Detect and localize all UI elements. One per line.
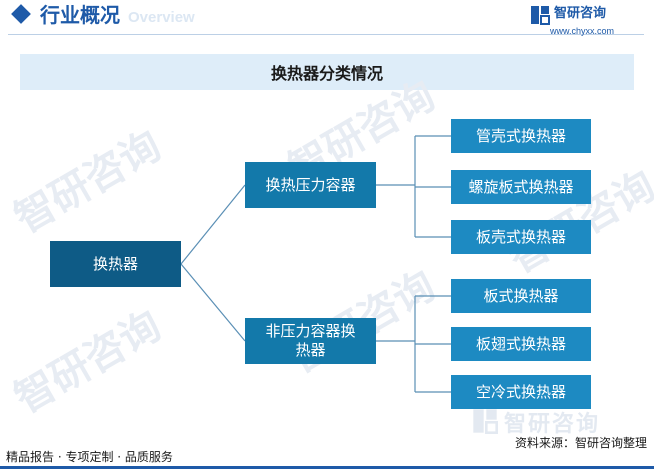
node-leaf: 板壳式换热器 (451, 220, 591, 254)
node-leaf: 板式换热器 (451, 279, 591, 313)
node-leaf: 板翅式换热器 (451, 327, 591, 361)
header-divider (8, 34, 644, 35)
node-leaf: 螺旋板式换热器 (451, 170, 591, 204)
node-leaf: 管壳式换热器 (451, 119, 591, 153)
section-subtitle: Overview (128, 9, 195, 26)
footer-brand-text: 智研咨询 (504, 412, 601, 437)
brand-url: www.chyxx.com (550, 26, 615, 36)
connector-root-branch-2 (180, 263, 246, 342)
connector-root-branch-1 (180, 184, 246, 265)
node-branch-1: 换热压力容器 (245, 162, 376, 208)
node-root: 换热器 (50, 241, 181, 287)
node-branch-2: 非压力容器换热器 (245, 318, 376, 364)
brand-name: 智研咨询 (554, 6, 607, 21)
footer-services: 精品报告 · 专项定制 · 品质服务 (6, 450, 173, 464)
brand-block: 智研咨询 www.chyxx.com (530, 3, 640, 39)
brand-logo-icon (473, 409, 498, 434)
source-note: 资料来源：智研咨询整理 (515, 436, 648, 450)
brand-logo-icon (531, 6, 550, 25)
page-header: 行业概况 Overview 智研咨询 www.chyxx.com (0, 0, 654, 40)
footer-bar (0, 466, 654, 469)
diagram-title: 换热器分类情况 (270, 64, 383, 83)
section-title: 行业概况 (40, 3, 120, 27)
connector-branch-2-bus (376, 296, 416, 392)
diagram-title-banner: 换热器分类情况 (20, 54, 634, 90)
footer-brand-watermark: 智研咨询 (472, 404, 642, 440)
connector-branch-1-bus (376, 136, 416, 237)
node-leaf: 空冷式换热器 (451, 375, 591, 409)
